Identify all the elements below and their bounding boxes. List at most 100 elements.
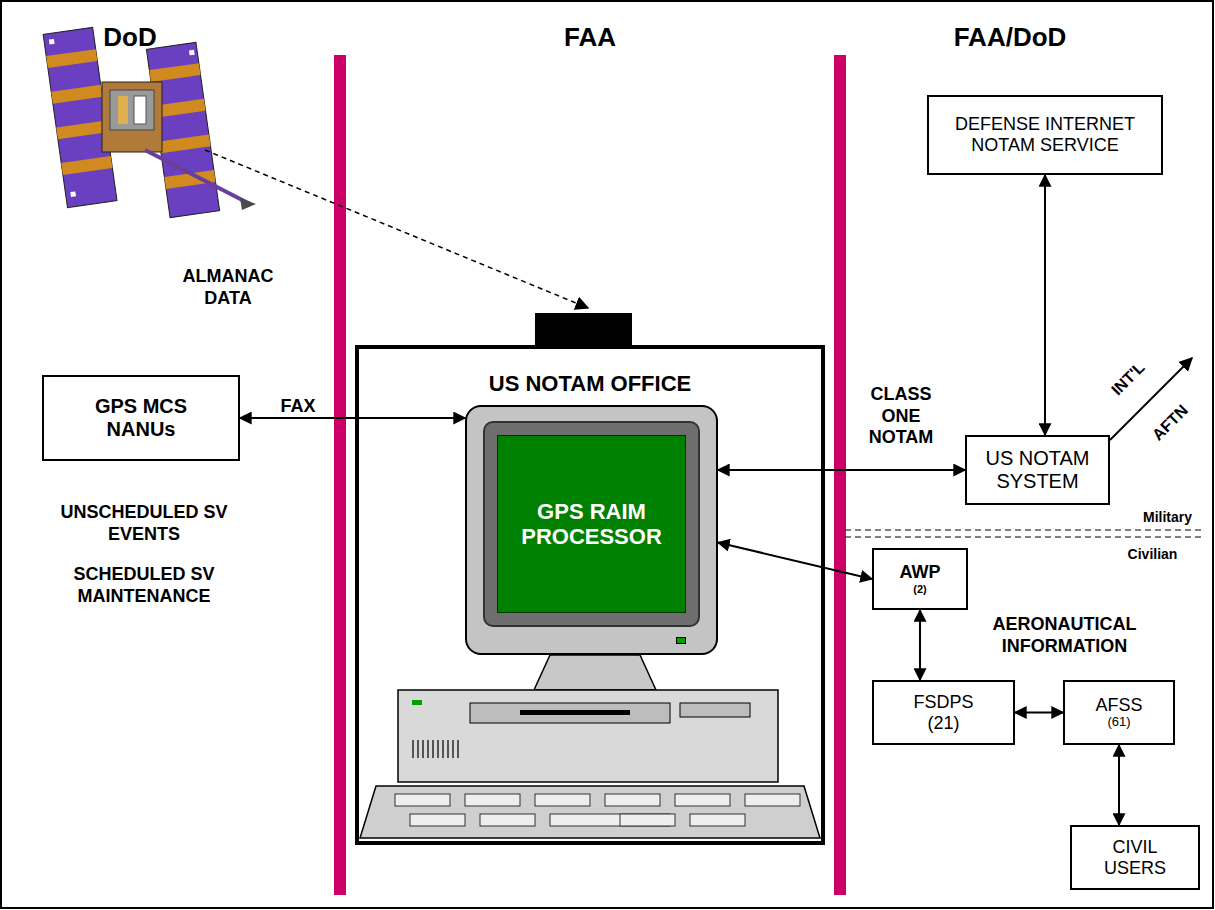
text-group: DEFENSE INTERNET NOTAM SERVICE (929, 114, 1161, 155)
node-label: AFSS (1095, 695, 1142, 716)
panel-stripe (56, 120, 107, 139)
process-box: AFSS(61) (1063, 680, 1175, 745)
satellite-detail (134, 96, 146, 124)
service-box: DEFENSE INTERNET NOTAM SERVICE (927, 95, 1163, 175)
vent-group (412, 740, 459, 758)
key (395, 794, 450, 806)
drive-bay (470, 703, 670, 723)
node-label: FSDPS (913, 692, 973, 713)
office-box: US NOTAM OFFICE GPS RAIM PROCESSOR (355, 345, 825, 845)
text-group: AFSS(61) (1095, 695, 1142, 731)
key (465, 794, 520, 806)
node-label: DEFENSE INTERNET NOTAM SERVICE (929, 114, 1161, 155)
panel-dot (189, 50, 195, 56)
text-group: US NOTAM SYSTEM (983, 447, 1093, 493)
panel-stripe (159, 134, 210, 153)
panel-stripe (149, 63, 200, 82)
vent-slot (412, 740, 414, 758)
monitor-stand (534, 655, 656, 690)
edge-label: CLASS ONE NOTAM (858, 384, 944, 449)
vent-slot (457, 740, 459, 758)
text-group: US NOTAM OFFICE (489, 371, 691, 396)
note-label: SCHEDULED SV MAINTENANCE (58, 564, 230, 607)
key (690, 814, 745, 826)
text-group: CIVIL USERS (1104, 837, 1166, 878)
monitor-screen: GPS RAIM PROCESSOR (465, 405, 718, 655)
vent-slot (442, 740, 444, 758)
satellite-body (102, 82, 162, 152)
connector-arrow (1015, 712, 1063, 714)
satellite-illustration (43, 27, 256, 217)
vent-slot (452, 740, 454, 758)
panel-stripe (61, 156, 112, 175)
monitor-led (676, 637, 686, 644)
node-number: (21) (913, 713, 973, 734)
vent-slot (427, 740, 429, 758)
key (535, 794, 590, 806)
text-group: FSDPS(21) (913, 692, 973, 733)
divider-bar (834, 55, 846, 895)
drive-slot (520, 710, 630, 715)
vent-slot (437, 740, 439, 758)
route-label: INT'L (1096, 347, 1159, 410)
column-heading: FAA/DoD (930, 22, 1090, 53)
source-box: GPS MCS NANUs (42, 375, 240, 461)
keyboard (360, 786, 820, 838)
satellite-detail (118, 96, 128, 124)
node-label: GPS MCS NANUs (76, 395, 206, 441)
antenna-tip (240, 198, 256, 210)
node-label: CIVIL USERS (1104, 837, 1166, 878)
column-heading: DoD (80, 22, 180, 53)
signal-label: ALMANAC DATA (172, 266, 284, 309)
key (620, 814, 675, 826)
node-number: (61) (1095, 715, 1142, 730)
node-label: US NOTAM SYSTEM (983, 447, 1093, 493)
satellite-antenna (145, 150, 250, 204)
vent-slot (417, 740, 419, 758)
note-label: UNSCHEDULED SV EVENTS (58, 502, 230, 545)
node-label: US NOTAM OFFICE (489, 371, 691, 396)
satellite-bus (110, 90, 154, 130)
connector-arrow (718, 543, 872, 580)
node-number: (2) (899, 583, 940, 596)
connector-arrow (919, 610, 921, 680)
military-civilian-divider (845, 529, 1205, 530)
connector-arrow (240, 417, 465, 419)
monitor-frame: GPS RAIM PROCESSOR (483, 421, 700, 627)
node-label: AWP (899, 562, 940, 583)
panel-dot (70, 191, 76, 197)
column-heading: FAA (540, 22, 640, 53)
connector-arrow (1044, 175, 1046, 435)
panel-dot (49, 39, 55, 45)
connector-arrow (1118, 745, 1120, 825)
key (675, 794, 730, 806)
vent-slot (432, 740, 434, 758)
drive-bay (680, 703, 750, 717)
divider-bar (334, 55, 346, 895)
computer-case (398, 690, 778, 782)
key (410, 814, 465, 826)
key (480, 814, 535, 826)
panel-stripe (51, 85, 102, 104)
user-box: CIVIL USERS (1070, 825, 1200, 890)
process-box: FSDPS(21) (872, 680, 1015, 745)
edge-label: FAX (268, 396, 328, 418)
key (745, 794, 800, 806)
text-group: GPS RAIM PROCESSOR (521, 499, 662, 550)
antenna-block (535, 313, 632, 346)
node-label: GPS RAIM PROCESSOR (521, 499, 662, 550)
text-group: GPS MCS NANUs (76, 395, 206, 441)
military-civilian-divider (845, 536, 1205, 537)
route-label: AFTN (1138, 391, 1201, 454)
domain-label: Military (1130, 509, 1205, 526)
connector-arrow (718, 469, 965, 471)
system-box: US NOTAM SYSTEM (965, 435, 1110, 505)
screen-face: GPS RAIM PROCESSOR (497, 435, 686, 613)
key (605, 794, 660, 806)
text-group: AWP(2) (899, 562, 940, 595)
power-led (412, 700, 422, 705)
vent-slot (447, 740, 449, 758)
